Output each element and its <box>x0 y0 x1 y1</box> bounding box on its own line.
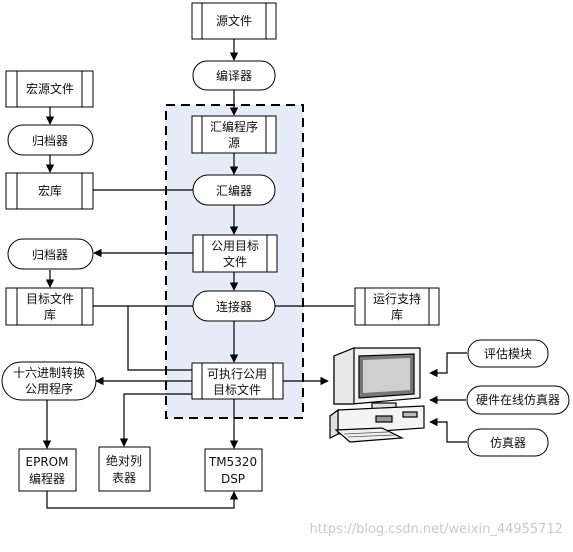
linker-label: 连接器 <box>216 299 252 314</box>
eprom-box: EPROM 编程器 <box>18 448 77 492</box>
archiver-2-node: 归档器 <box>7 238 94 270</box>
hex-conv-node: 十六进制转换 公用程序 <box>1 361 97 401</box>
macro-source-label: 宏源文件 <box>26 81 74 96</box>
eval-module-node: 评估模块 <box>467 339 549 368</box>
abs-lister-label-2: 表器 <box>112 471 136 485</box>
eval-module-label: 评估模块 <box>484 347 532 361</box>
source-file-box: 源文件 <box>191 2 277 40</box>
arrow-sim-computer <box>429 417 467 443</box>
exec-obj-box: 可执行公用 目标文件 <box>191 362 284 400</box>
common-obj-box: 公用目标 文件 <box>192 234 278 273</box>
simulator-node: 仿真器 <box>467 428 549 457</box>
arrow-eprom-dsp <box>46 491 239 509</box>
exec-obj-label-1: 可执行公用 <box>207 367 267 381</box>
hw-emulator-node: 硬件在线仿真器 <box>466 385 570 415</box>
arrow-eval-computer <box>429 352 467 378</box>
arrow-execobj-abslister <box>119 393 192 447</box>
runtime-lib-box: 运行支持 库 <box>354 287 440 326</box>
macro-lib-box: 宏库 <box>5 172 94 210</box>
obj-lib-label-1: 目标文件 <box>26 291 74 306</box>
macro-lib-label: 宏库 <box>38 183 62 198</box>
assembler-node: 汇编器 <box>192 174 276 206</box>
obj-lib-box: 目标文件 库 <box>5 287 94 326</box>
computer-icon <box>329 347 425 443</box>
eprom-label-2: 编程器 <box>29 471 65 486</box>
asm-source-label-2: 源 <box>228 136 240 150</box>
runtime-lib-label-1: 运行支持 <box>373 291 421 306</box>
eprom-label-1: EPROM <box>26 455 69 469</box>
source-file-label: 源文件 <box>216 13 252 28</box>
simulator-label: 仿真器 <box>490 436 526 450</box>
asm-source-label-1: 汇编程序 <box>210 119 258 134</box>
hex-conv-label-1: 十六进制转换 <box>13 365 85 380</box>
compiler-label: 编译器 <box>216 68 252 83</box>
watermark: https://blog.csdn.net/weixin_44955712 <box>309 522 563 537</box>
runtime-lib-label-2: 库 <box>391 307 403 322</box>
abs-lister-box: 绝对列 表器 <box>98 446 151 492</box>
exec-obj-label-2: 目标文件 <box>213 382 261 397</box>
linker-node: 连接器 <box>192 290 276 322</box>
abs-lister-label-1: 绝对列 <box>106 453 142 468</box>
line-objlib-bypass <box>127 306 192 371</box>
dsp-label-2: DSP <box>221 472 245 486</box>
connectors <box>42 39 467 509</box>
obj-lib-label-2: 库 <box>44 307 56 322</box>
dsp-label-1: TM5320 <box>208 455 257 469</box>
archiver-2-label: 归档器 <box>32 248 68 262</box>
common-obj-label-1: 公用目标 <box>211 239 259 253</box>
assembler-label: 汇编器 <box>216 183 252 198</box>
dsp-box: TM5320 DSP <box>204 448 263 492</box>
compiler-node: 编译器 <box>192 60 276 91</box>
macro-source-box: 宏源文件 <box>5 70 94 108</box>
archiver-1-label: 归档器 <box>32 134 68 148</box>
hex-conv-label-2: 公用程序 <box>25 381 73 396</box>
asm-source-box: 汇编程序 源 <box>191 115 277 154</box>
common-obj-label-2: 文件 <box>223 254 247 269</box>
archiver-1-node: 归档器 <box>7 124 94 156</box>
hw-emulator-label: 硬件在线仿真器 <box>476 393 560 407</box>
